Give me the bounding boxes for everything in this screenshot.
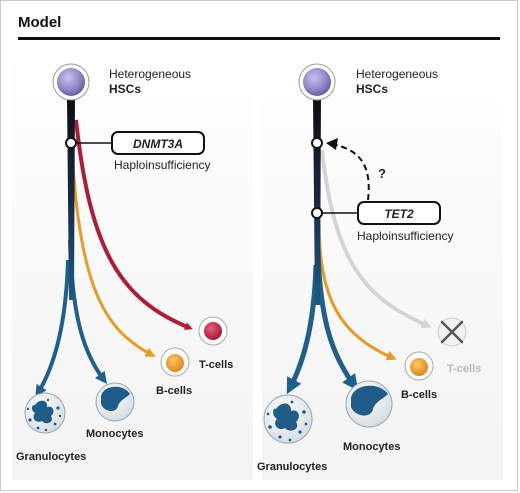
right-upper-node xyxy=(311,137,323,149)
left-mutation-effect: Haploinsufficiency xyxy=(114,158,211,172)
right-tcell-cross-icon xyxy=(440,320,464,344)
left-granulocyte-lineage xyxy=(35,259,70,398)
left-monocyte-label: Monocytes xyxy=(86,428,143,440)
header-divider xyxy=(18,37,500,40)
left-hsc-nucleus xyxy=(57,68,85,96)
right-mutation-gene: TET2 xyxy=(384,207,414,221)
right-granulocyte-lineage xyxy=(286,264,319,395)
right-mutation-node xyxy=(311,207,323,219)
left-tcell-nucleus xyxy=(204,322,222,340)
right-model: ? Heterogeneous HSCs TET2 Haploinsuffici… xyxy=(257,63,481,473)
left-mutation-box xyxy=(111,131,205,155)
left-granulocyte-label: Granulocytes xyxy=(16,451,86,463)
left-hsc-label-line2: HSCs xyxy=(109,82,141,96)
page-title: Model xyxy=(18,14,62,31)
right-feedback-arrow xyxy=(331,143,370,201)
right-question-mark: ? xyxy=(378,166,386,181)
left-bcell-nucleus xyxy=(166,354,184,372)
right-bcell-label: B-cells xyxy=(401,389,437,401)
right-hsc-label-line2: HSCs xyxy=(356,82,388,96)
left-bcell-lineage xyxy=(70,149,156,357)
right-granulocyte-label: Granulocytes xyxy=(257,461,327,473)
left-mutation-gene: DNMT3A xyxy=(133,137,183,151)
right-tcell-lineage-faded xyxy=(320,149,432,329)
right-feedback-arrowhead xyxy=(326,138,338,150)
right-hsc-nucleus xyxy=(303,68,331,96)
right-monocyte-label: Monocytes xyxy=(343,441,400,453)
right-monocyte-nucleus xyxy=(351,385,388,416)
right-mutation-box xyxy=(357,201,441,225)
left-hsc-label-line1: Heterogeneous xyxy=(109,67,191,81)
left-granulocyte-granules xyxy=(26,398,62,432)
left-model: Heterogeneous HSCs DNMT3A Haploinsuffici… xyxy=(16,63,233,463)
right-granulocyte-granules xyxy=(266,400,308,442)
right-hsc-label-line1: Heterogeneous xyxy=(356,67,438,81)
right-mutation-effect: Haploinsufficiency xyxy=(357,229,454,243)
right-bcell-nucleus xyxy=(410,358,428,376)
right-tcell-label: T-cells xyxy=(447,363,481,375)
left-mutation-node xyxy=(65,137,77,149)
left-bcell-label: B-cells xyxy=(156,385,192,397)
left-tcell-label: T-cells xyxy=(199,359,233,371)
left-monocyte-nucleus xyxy=(101,386,130,412)
left-tcell-lineage xyxy=(74,119,193,330)
